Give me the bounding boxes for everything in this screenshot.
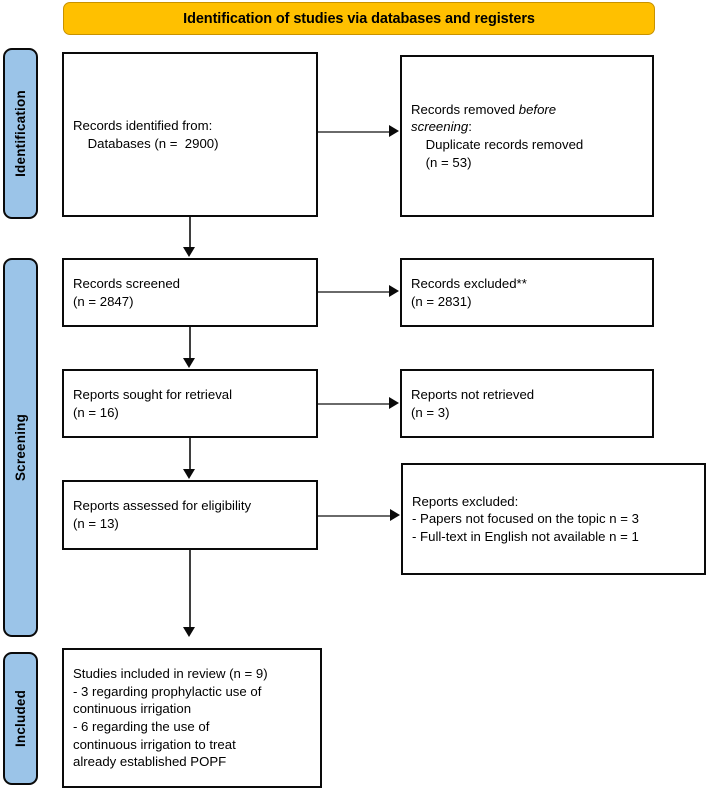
arrowhead-screened-to-excluded bbox=[389, 285, 399, 297]
records-excluded-line-1: Records excluded** bbox=[411, 275, 527, 291]
box-reports-assessed: Reports assessed for eligibility (n = 13… bbox=[62, 480, 318, 550]
box-reports-not-retrieved: Reports not retrieved (n = 3) bbox=[400, 369, 654, 438]
records-removed-line-1: Records removed before bbox=[411, 101, 643, 119]
connector-assessed-to-reports-excluded bbox=[318, 515, 391, 517]
reports-assessed-line-1: Reports assessed for eligibility bbox=[73, 498, 252, 514]
records-removed-line-4: (n = 53) bbox=[411, 154, 472, 170]
records-excluded-line-2: (n = 2831) bbox=[411, 293, 472, 309]
records-removed-line-1-emphasis: before bbox=[518, 101, 557, 117]
reports-excluded-line-3: - Full-text in English not available n =… bbox=[412, 528, 639, 544]
records-screened-line-1: Records screened bbox=[73, 275, 181, 291]
reports-assessed-line-2: (n = 13) bbox=[73, 516, 119, 531]
records-removed-line-2-emphasis: screening bbox=[411, 119, 469, 135]
arrowhead-assessed-to-reports-excluded bbox=[390, 509, 400, 521]
box-records-identified: Records identified from: Databases (n = … bbox=[62, 52, 318, 217]
reports-excluded-line-1: Reports excluded: bbox=[412, 493, 519, 509]
studies-included-line-3: continuous irrigation bbox=[73, 701, 192, 717]
reports-sought-line-2: (n = 16) bbox=[73, 404, 119, 420]
records-identified-line-2: Databases (n = 2900) bbox=[73, 135, 219, 151]
connector-screened-to-excluded bbox=[318, 291, 390, 293]
box-records-removed: Records removed before screening: Duplic… bbox=[400, 55, 654, 217]
header-banner-title: Identification of studies via databases … bbox=[183, 10, 535, 27]
arrowhead-screened-to-sought bbox=[183, 358, 195, 368]
stage-label-screening: Screening bbox=[13, 413, 29, 482]
records-removed-line-2-text: : bbox=[468, 119, 472, 135]
records-removed-line-1-text: Records removed bbox=[411, 101, 519, 117]
arrowhead-assessed-to-included bbox=[183, 627, 195, 637]
arrowhead-sought-to-assessed bbox=[183, 469, 195, 479]
box-reports-sought: Reports sought for retrieval (n = 16) bbox=[62, 369, 318, 438]
connector-identified-to-removed bbox=[318, 131, 390, 133]
connector-screened-to-sought bbox=[189, 327, 191, 359]
box-records-excluded: Records excluded** (n = 2831) bbox=[400, 258, 654, 327]
box-studies-included: Studies included in review (n = 9) - 3 r… bbox=[62, 648, 322, 788]
header-banner: Identification of studies via databases … bbox=[63, 2, 655, 35]
studies-included-line-6: already established POPF bbox=[73, 754, 227, 770]
connector-sought-to-assessed bbox=[189, 438, 191, 470]
box-records-screened: Records screened (n = 2847) bbox=[62, 258, 318, 327]
studies-included-line-5: continuous irrigation to treat bbox=[73, 736, 236, 752]
studies-included-line-2: - 3 regarding prophylactic use of bbox=[73, 683, 262, 699]
stage-label-included: Included bbox=[13, 689, 29, 748]
reports-excluded-line-2: - Papers not focused on the topic n = 3 bbox=[412, 511, 639, 527]
connector-identified-to-screened bbox=[189, 217, 191, 248]
reports-not-retrieved-line-1: Reports not retrieved bbox=[411, 386, 535, 402]
records-screened-line-2: (n = 2847) bbox=[73, 293, 134, 309]
arrowhead-sought-to-not-retrieved bbox=[389, 397, 399, 409]
box-reports-excluded-detail: Reports excluded: - Papers not focused o… bbox=[401, 463, 706, 575]
records-removed-line-2: screening: bbox=[411, 118, 643, 136]
records-removed-line-3: Duplicate records removed bbox=[411, 137, 584, 152]
arrowhead-identified-to-removed bbox=[389, 125, 399, 137]
stage-bar-identification: Identification bbox=[3, 48, 38, 219]
records-identified-line-1: Records identified from: bbox=[73, 117, 213, 133]
studies-included-line-4: - 6 regarding the use of bbox=[73, 719, 210, 734]
arrowhead-identified-to-screened bbox=[183, 247, 195, 257]
studies-included-line-1: Studies included in review (n = 9) bbox=[73, 666, 268, 682]
connector-sought-to-not-retrieved bbox=[318, 403, 390, 405]
stage-label-identification: Identification bbox=[13, 90, 28, 177]
connector-assessed-to-included bbox=[189, 550, 191, 628]
reports-not-retrieved-line-2: (n = 3) bbox=[411, 404, 450, 420]
reports-sought-line-1: Reports sought for retrieval bbox=[73, 386, 233, 402]
stage-bar-included: Included bbox=[3, 652, 38, 785]
stage-bar-screening: Screening bbox=[3, 258, 38, 637]
